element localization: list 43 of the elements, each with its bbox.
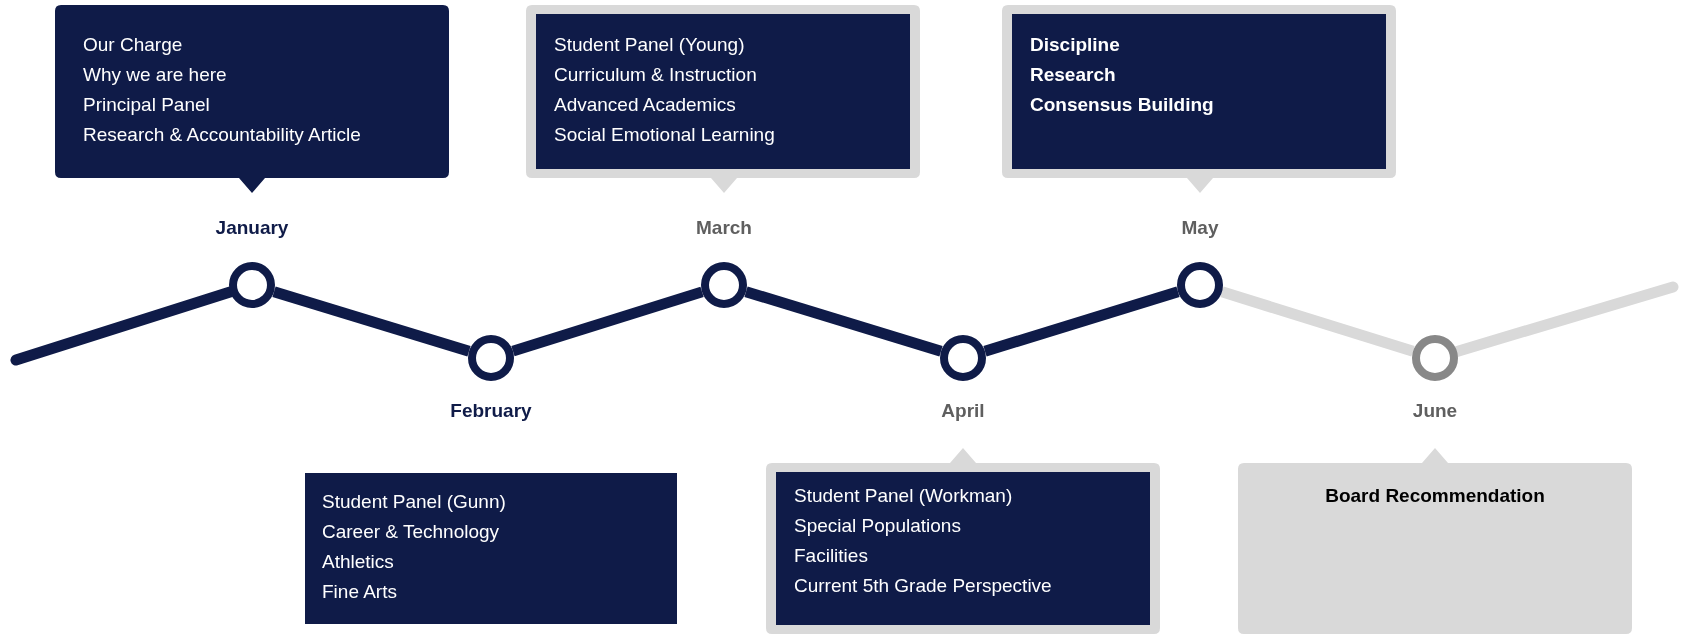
agenda-item: Current 5th Grade Perspective <box>794 574 1052 598</box>
timeline-marker <box>466 333 516 383</box>
month-label: March <box>696 217 752 238</box>
agenda-item: Athletics <box>322 550 395 574</box>
timeline-marker <box>1410 333 1460 383</box>
timeline-line <box>511 286 704 357</box>
timeline-marker <box>1175 260 1225 310</box>
timeline-line <box>744 286 943 357</box>
callout-box <box>55 5 449 193</box>
agenda-item: Curriculum & Instruction <box>554 63 758 87</box>
callout-box <box>1238 448 1632 634</box>
agenda-item: Facilities <box>794 544 869 568</box>
timeline-marker <box>699 260 749 310</box>
agenda-item: Career & Technology <box>322 520 501 544</box>
callout-box <box>1002 5 1396 193</box>
month-label: February <box>450 400 532 421</box>
agenda-item: Advanced Academics <box>554 93 737 117</box>
timeline-line <box>1220 286 1415 357</box>
agenda-item: Research & Accountability Article <box>83 123 361 147</box>
agenda-item: Principal Panel <box>83 93 211 117</box>
agenda-item: Why we are here <box>83 63 228 87</box>
agenda-item: Fine Arts <box>322 580 398 604</box>
timeline-marker <box>227 260 277 310</box>
callout-box <box>526 5 920 193</box>
timeline-marker <box>938 333 988 383</box>
agenda-item: Consensus Building <box>1030 93 1214 117</box>
month-label: June <box>1412 400 1458 421</box>
agenda-item: Student Panel (Workman) <box>794 484 1014 508</box>
callout-box <box>305 473 677 624</box>
agenda-item: Student Panel (Young) <box>554 33 746 57</box>
agenda-item: Our Charge <box>83 33 184 57</box>
agenda-item: Discipline <box>1030 33 1121 57</box>
agenda-item: Board Recommendation <box>1325 484 1545 508</box>
agenda-item: Student Panel (Gunn) <box>322 490 506 514</box>
month-label: April <box>941 400 985 421</box>
agenda-item: Social Emotional Learning <box>554 123 775 147</box>
month-label: January <box>215 217 289 238</box>
agenda-item: Research <box>1030 63 1117 87</box>
month-label: May <box>1181 217 1219 238</box>
timeline-line <box>272 286 471 357</box>
callout-box <box>766 448 1160 634</box>
agenda-item: Special Populations <box>794 514 962 538</box>
timeline-line <box>983 286 1180 357</box>
